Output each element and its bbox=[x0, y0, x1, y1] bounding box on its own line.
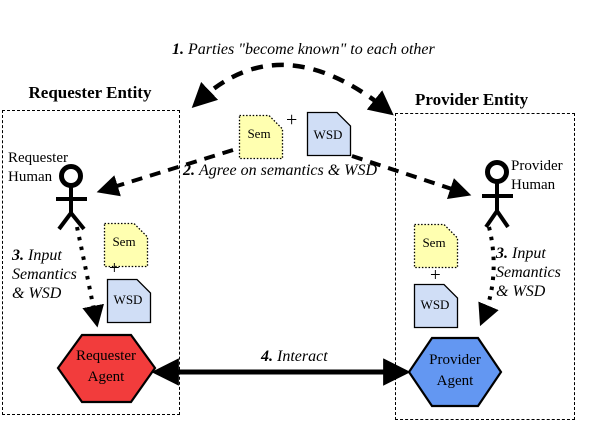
sem-doc-requester-label: Sem bbox=[112, 234, 135, 249]
provider-agent-label-line2: Agent bbox=[437, 373, 474, 389]
provider-human-label-line1: Provider bbox=[511, 158, 563, 174]
wsd-doc-provider: WSD bbox=[413, 283, 459, 329]
wsd-doc-provider-label: WSD bbox=[421, 297, 450, 312]
step4-text: Interact bbox=[277, 348, 328, 365]
step4-number: 4. bbox=[261, 348, 273, 365]
step3-right-number: 3. bbox=[496, 245, 508, 262]
provider-entity-title: Provider Entity bbox=[415, 90, 529, 109]
sem-doc-center: Sem bbox=[238, 114, 284, 160]
requester-human-label-line1: Requester bbox=[8, 150, 68, 166]
step1-number: 1. bbox=[172, 41, 184, 58]
provider-entity-box bbox=[395, 113, 575, 420]
step3-left-label: 3.Input Semantics & WSD bbox=[12, 246, 77, 303]
provider-human-label-line2: Human bbox=[511, 177, 556, 193]
plus-provider: + bbox=[430, 265, 441, 286]
wsd-doc-requester-label: WSD bbox=[114, 292, 143, 307]
step3-left-number: 3. bbox=[12, 247, 24, 264]
requester-entity-box bbox=[2, 110, 180, 415]
sem-doc-provider: Sem bbox=[413, 223, 459, 269]
step3-right-line1: Input bbox=[512, 245, 546, 262]
step2-number: 2. bbox=[183, 162, 195, 179]
step4-label: 4.Interact bbox=[261, 347, 328, 366]
step2-label: 2.Agree on semantics & WSD bbox=[183, 161, 377, 180]
requester-agent-label-line1: Requester bbox=[76, 348, 136, 364]
plus-requester: + bbox=[109, 258, 120, 279]
step3-left-line3: & WSD bbox=[12, 285, 62, 302]
plus-center: + bbox=[286, 109, 298, 131]
step3-right-line2: Semantics bbox=[496, 264, 561, 281]
provider-agent-label-line1: Provider bbox=[429, 352, 481, 368]
step1-text: Parties "become known" to each other bbox=[188, 41, 435, 58]
step1-label: 1.Parties "become known" to each other bbox=[172, 40, 435, 59]
requester-entity-title: Requester Entity bbox=[28, 83, 152, 102]
wsd-doc-requester: WSD bbox=[106, 278, 152, 324]
sem-doc-center-label: Sem bbox=[247, 126, 270, 141]
step3-left-line1: Input bbox=[28, 247, 62, 264]
step3-right-line3: & WSD bbox=[496, 283, 546, 300]
provider-agent-hexagon: Provider Agent bbox=[407, 336, 503, 408]
step2-text: Agree on semantics & WSD bbox=[199, 162, 378, 179]
requester-human-label: Requester Human bbox=[8, 149, 68, 187]
arrow-become-known bbox=[191, 62, 394, 116]
requester-agent-hexagon: Requester Agent bbox=[56, 333, 157, 404]
requester-human-label-line2: Human bbox=[8, 169, 53, 185]
sem-doc-requester: Sem bbox=[103, 222, 149, 268]
requester-agent-label-line2: Agent bbox=[88, 369, 125, 385]
wsd-doc-center-label: WSD bbox=[314, 127, 343, 142]
provider-human-label: Provider Human bbox=[511, 157, 563, 195]
sem-doc-provider-label: Sem bbox=[422, 235, 445, 250]
wsd-doc-center: WSD bbox=[306, 111, 352, 157]
step3-right-label: 3.Input Semantics & WSD bbox=[496, 244, 561, 301]
step3-left-line2: Semantics bbox=[12, 266, 77, 283]
